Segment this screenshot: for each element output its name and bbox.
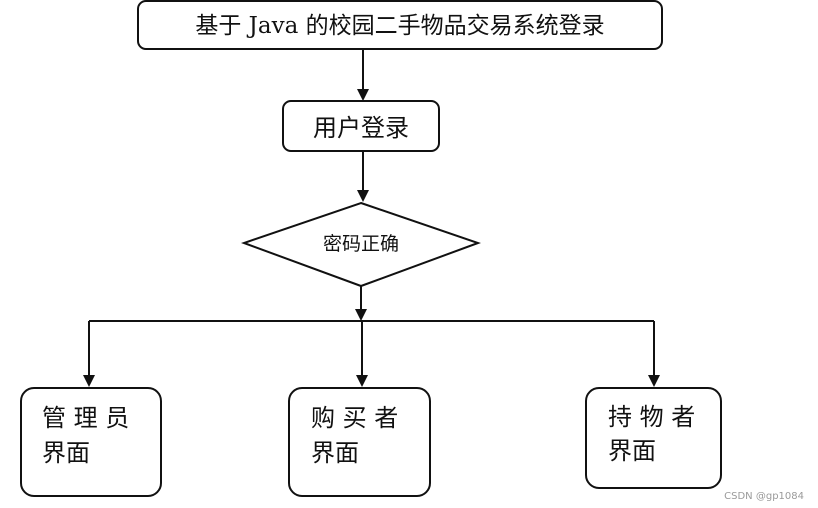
decision-text: 密码正确 bbox=[323, 233, 399, 255]
holder-text-line2: 界面 bbox=[608, 437, 656, 465]
holder-box bbox=[585, 387, 722, 489]
title-text: 基于 Java 的校园二手物品交易系统登录 bbox=[195, 13, 604, 39]
login-text: 用户登录 bbox=[313, 114, 409, 142]
buyer-text-line1: 购 买 者 bbox=[311, 404, 398, 432]
watermark: CSDN @gp1084 bbox=[724, 491, 804, 502]
admin-text-line1: 管 理 员 bbox=[42, 404, 129, 432]
login-box bbox=[282, 100, 440, 152]
buyer-text-line2: 界面 bbox=[311, 439, 359, 467]
title-box bbox=[137, 0, 663, 50]
admin-box bbox=[20, 387, 162, 497]
holder-text-line1: 持 物 者 bbox=[608, 403, 695, 431]
admin-text-line2: 界面 bbox=[42, 439, 90, 467]
buyer-box bbox=[288, 387, 431, 497]
